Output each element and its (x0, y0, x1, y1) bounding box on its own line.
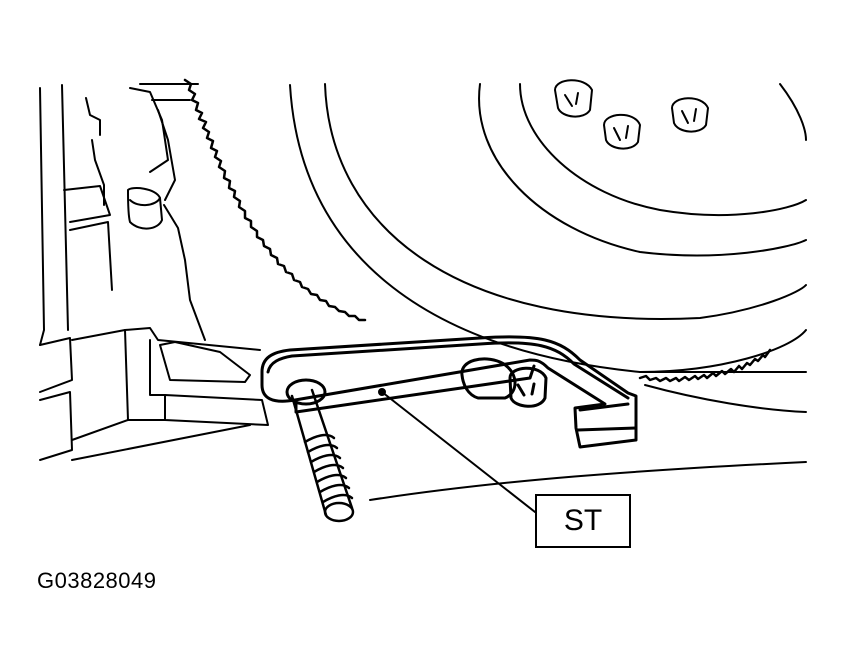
flywheel-face (289, 79, 807, 501)
tool-bolt (290, 388, 355, 523)
engine-block (39, 83, 269, 461)
callout-leader (378, 388, 536, 513)
callout-label: ST (563, 504, 603, 537)
figure-id: G03828049 (37, 568, 157, 593)
callout-box: ST (535, 494, 631, 548)
flywheel-stopper-tool (260, 335, 638, 449)
flywheel-ring-gear (183, 78, 367, 322)
flywheel-bolts (554, 79, 709, 150)
